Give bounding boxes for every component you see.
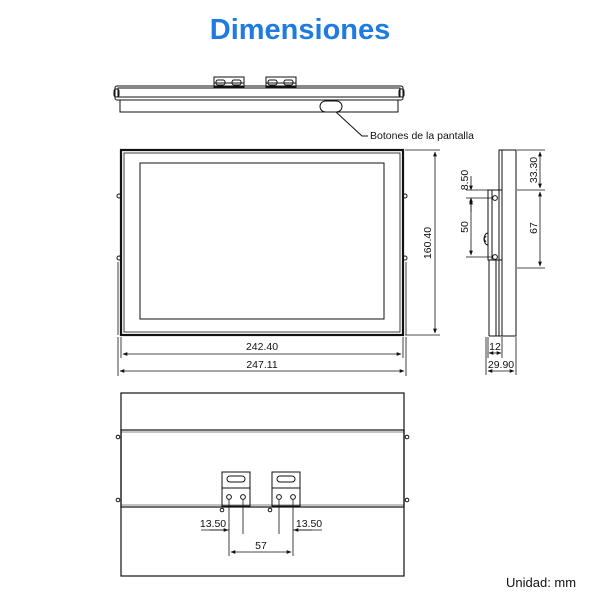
- dim-side-bracket-height: [466, 199, 492, 258]
- side-view: [483, 149, 517, 337]
- callout-label: Botones de la pantalla: [370, 130, 474, 142]
- page-title: Dimensiones: [209, 14, 391, 46]
- dim-side-bracket-height-label: 50: [459, 221, 471, 233]
- side-body: [501, 149, 517, 337]
- side-bracket: [487, 189, 503, 261]
- dim-back-left-label: 13.50: [200, 518, 226, 530]
- back-bracket-left: [219, 471, 251, 513]
- dim-back-spacing-label: 57: [255, 540, 267, 552]
- dim-front-height: [405, 149, 440, 336]
- dim-front-outer-width: [117, 337, 407, 376]
- dim-back-right-label: 13.50: [296, 518, 322, 530]
- dim-back-left: [201, 500, 244, 556]
- back-view: [115, 392, 410, 577]
- callout-leader: [335, 111, 368, 137]
- dim-side-lower: [517, 191, 545, 269]
- dim-side-offset-label: 8.50: [459, 170, 471, 191]
- dim-side-bracket-width-label: 12: [489, 341, 501, 353]
- back-panel: [120, 429, 405, 508]
- dim-front-height-label: 160.40: [422, 227, 434, 259]
- back-bracket-right: [267, 471, 301, 513]
- front-screen: [139, 162, 385, 320]
- dim-back-right: [278, 500, 322, 556]
- dim-side-bracket-width: [487, 337, 503, 358]
- top-view: [113, 76, 405, 137]
- dim-side-depth-label: 29.90: [488, 359, 514, 371]
- front-view: [116, 148, 408, 337]
- screen-button-icon: [319, 100, 343, 113]
- dim-side-top: [517, 149, 545, 191]
- front-frame: [119, 148, 405, 337]
- top-bracket-left: [213, 76, 245, 88]
- dim-side-top-label: 33.30: [528, 157, 540, 183]
- dim-front-inner-width-label: 242.40: [246, 341, 278, 353]
- unit-label: Unidad: mm: [506, 575, 577, 590]
- dim-side-lower-label: 67: [528, 222, 540, 234]
- top-view-lower: [119, 99, 399, 113]
- top-view-body: [117, 87, 401, 98]
- dim-front-inner-width: [120, 337, 404, 358]
- dim-side-depth: [485, 337, 517, 375]
- dim-front-outer-width-label: 247.11: [246, 359, 277, 371]
- top-bracket-right: [265, 76, 297, 88]
